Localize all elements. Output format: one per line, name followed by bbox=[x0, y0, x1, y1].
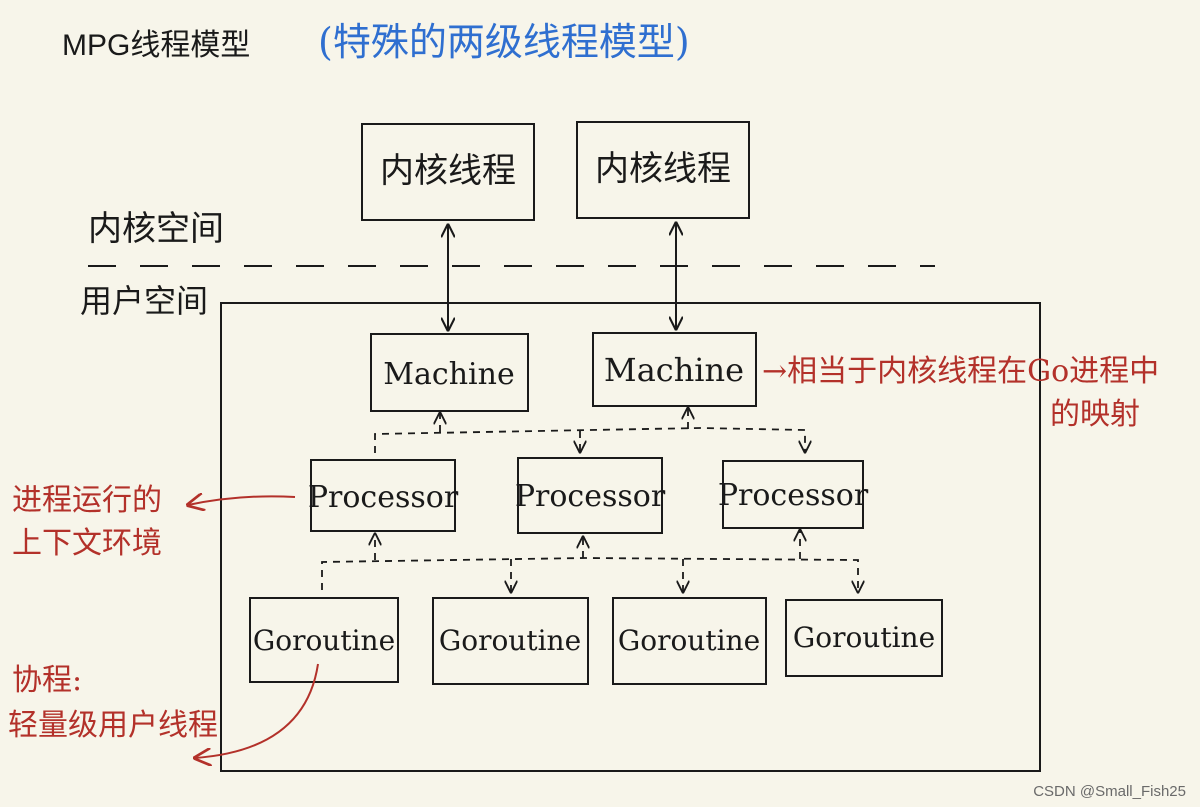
processor-2: Processor bbox=[515, 457, 666, 534]
goroutine-4-label: Goroutine bbox=[793, 621, 935, 654]
watermark: CSDN @Small_Fish25 bbox=[1033, 783, 1186, 800]
machine-2: Machine bbox=[592, 332, 757, 407]
goroutine-annotation-line2: 轻量级用户线程 bbox=[8, 708, 218, 743]
goroutine-2-label: Goroutine bbox=[439, 624, 581, 657]
kernel-thread-1-label: 内核线程 bbox=[380, 151, 516, 191]
goroutine-1-label: Goroutine bbox=[253, 624, 395, 657]
kernel-thread-2-label: 内核线程 bbox=[595, 149, 731, 189]
processor-2-label: Processor bbox=[515, 479, 666, 514]
processor-annotation-line1: 进程运行的 bbox=[12, 483, 162, 518]
goroutine-3: Goroutine bbox=[612, 597, 767, 685]
page-subtitle: (特殊的两级线程模型) bbox=[318, 20, 690, 64]
processor-3-label: Processor bbox=[718, 478, 869, 513]
page-title: MPG线程模型 bbox=[62, 29, 250, 62]
processor-3: Processor bbox=[718, 460, 869, 529]
goroutine-annotation-line1: 协程: bbox=[12, 663, 82, 698]
processor-1-label: Processor bbox=[308, 480, 459, 515]
machine-1-label: Machine bbox=[383, 357, 514, 392]
machine-annotation-line1: →相当于内核线程在Go进程中 bbox=[762, 354, 1159, 389]
user-space-box bbox=[220, 302, 1041, 772]
user-space-label: 用户空间 bbox=[80, 282, 208, 320]
machine-1: Machine bbox=[370, 333, 529, 412]
processor-annotation-arrow bbox=[188, 496, 296, 505]
goroutine-4: Goroutine bbox=[785, 599, 943, 677]
kernel-thread-1: 内核线程 bbox=[361, 123, 535, 221]
goroutine-2: Goroutine bbox=[432, 597, 589, 685]
processor-goroutine-links bbox=[321, 530, 858, 592]
processor-1: Processor bbox=[308, 459, 459, 532]
goroutine-annotation-arrow bbox=[195, 663, 319, 758]
kernel-thread-2: 内核线程 bbox=[576, 121, 750, 219]
machine-annotation-line2: 的映射 bbox=[1050, 397, 1140, 432]
machine-2-label: Machine bbox=[604, 351, 744, 389]
machine-processor-links bbox=[374, 408, 805, 453]
goroutine-1: Goroutine bbox=[249, 597, 399, 683]
kernel-space-label: 内核空间 bbox=[88, 209, 224, 249]
processor-annotation-line2: 上下文环境 bbox=[12, 526, 162, 561]
goroutine-3-label: Goroutine bbox=[618, 624, 760, 657]
